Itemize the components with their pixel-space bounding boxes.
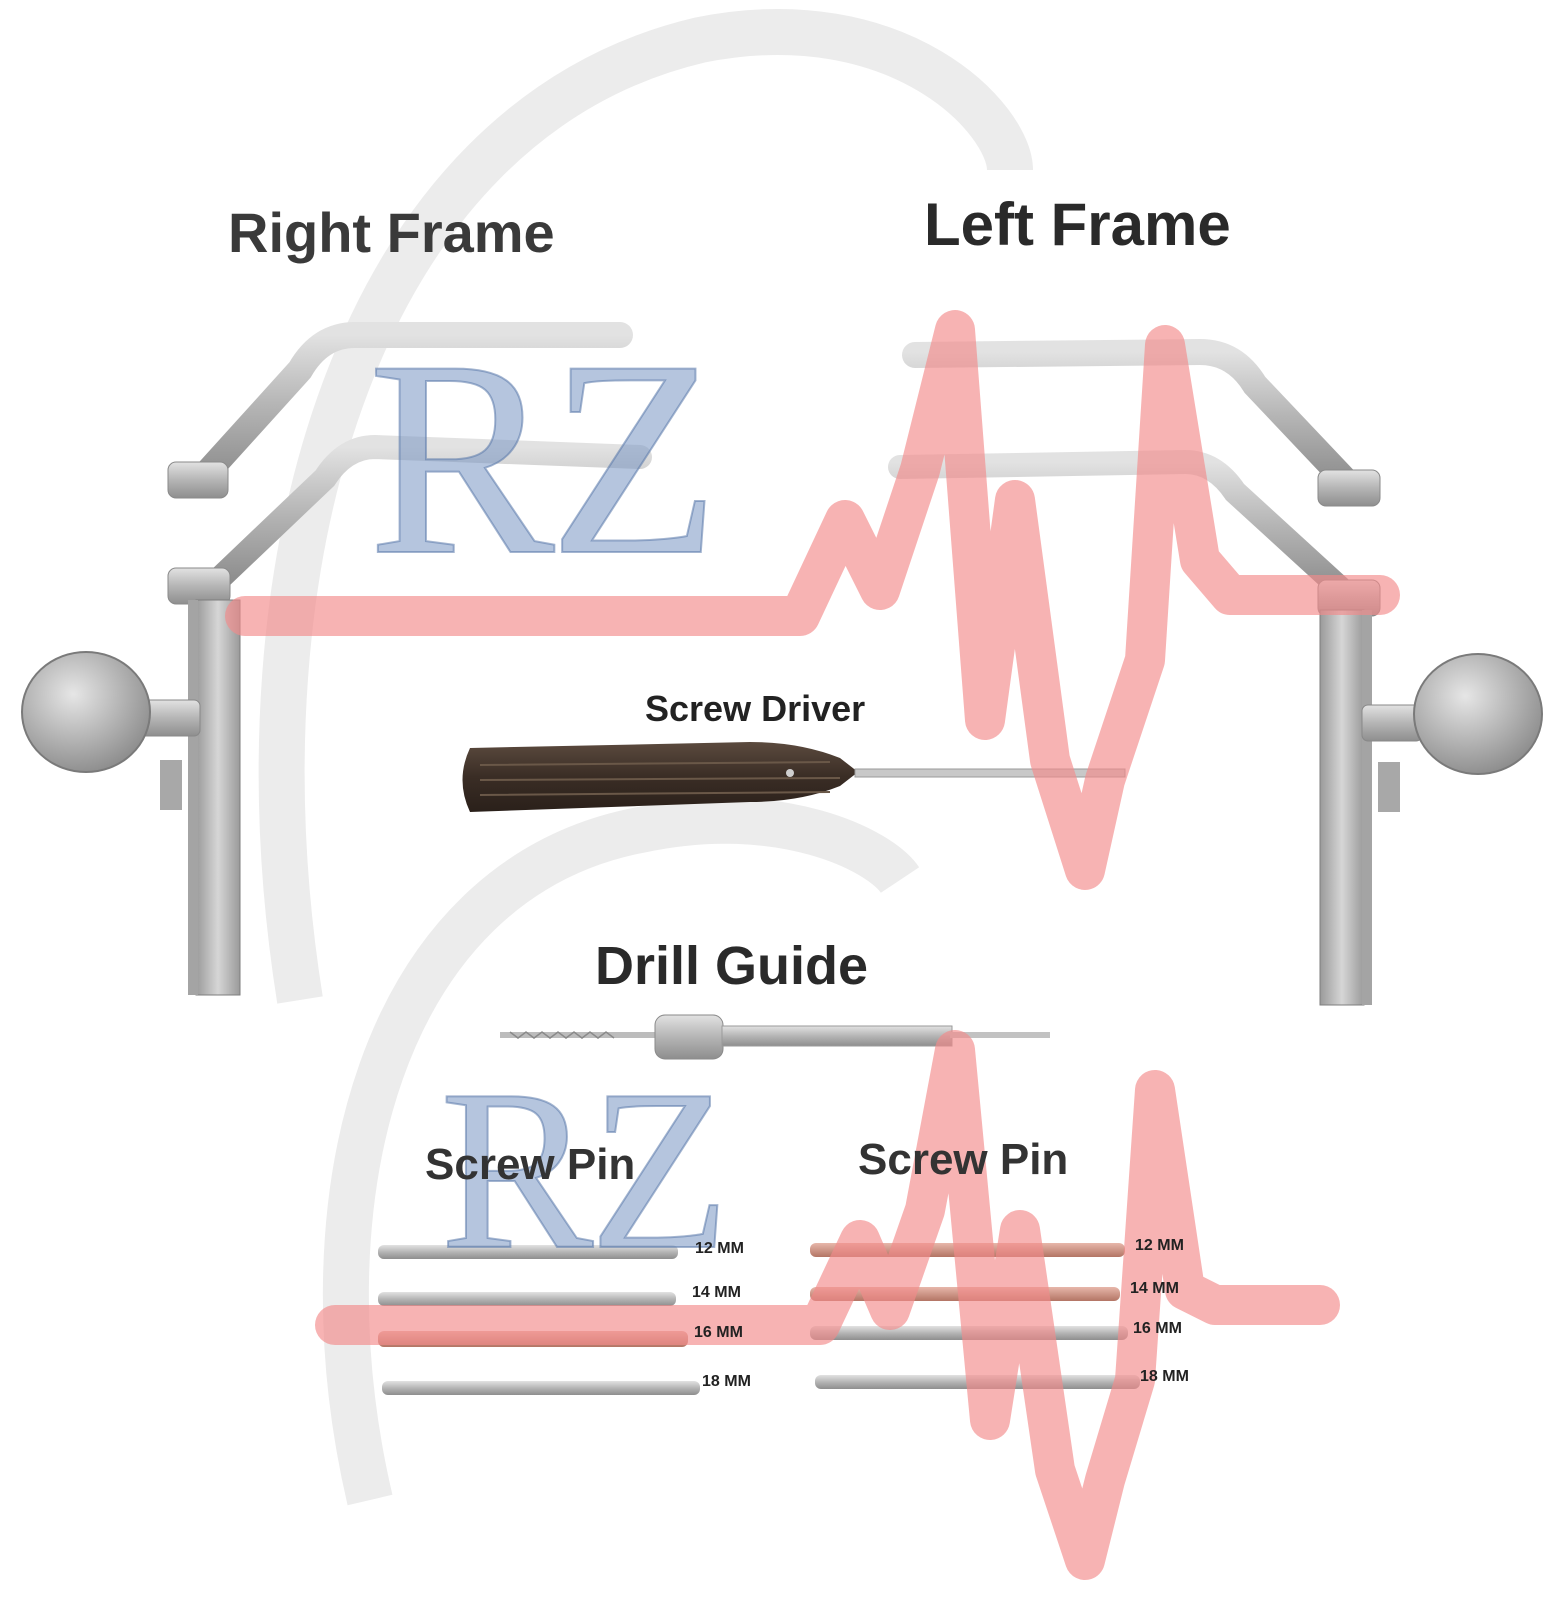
right-frame-label: Right Frame <box>228 201 555 264</box>
pin-size-right-16: 16 MM <box>1133 1320 1182 1337</box>
pin-size-left-12: 12 MM <box>695 1240 744 1257</box>
screw-pin-left-label: Screw Pin <box>425 1140 636 1189</box>
screw-driver <box>462 742 1126 812</box>
pin-size-left-14: 14 MM <box>692 1284 741 1301</box>
pin-size-right-14: 14 MM <box>1130 1280 1179 1297</box>
screw-driver-label: Screw Driver <box>645 688 866 729</box>
right-frame <box>21 322 652 996</box>
watermark-pulse <box>225 310 1400 1580</box>
pin-size-right-12: 12 MM <box>1135 1237 1184 1254</box>
screw-pin-right-label: Screw Pin <box>858 1135 1069 1184</box>
drill-guide-label: Drill Guide <box>595 936 869 996</box>
left-frame-label: Left Frame <box>924 191 1231 258</box>
pin-size-left-18: 18 MM <box>702 1373 751 1390</box>
pin-size-right-18: 18 MM <box>1140 1368 1189 1385</box>
pin-size-left-16: 16 MM <box>694 1324 743 1341</box>
watermark-arc <box>258 8 1033 1506</box>
drill-guide <box>500 1014 1050 1060</box>
